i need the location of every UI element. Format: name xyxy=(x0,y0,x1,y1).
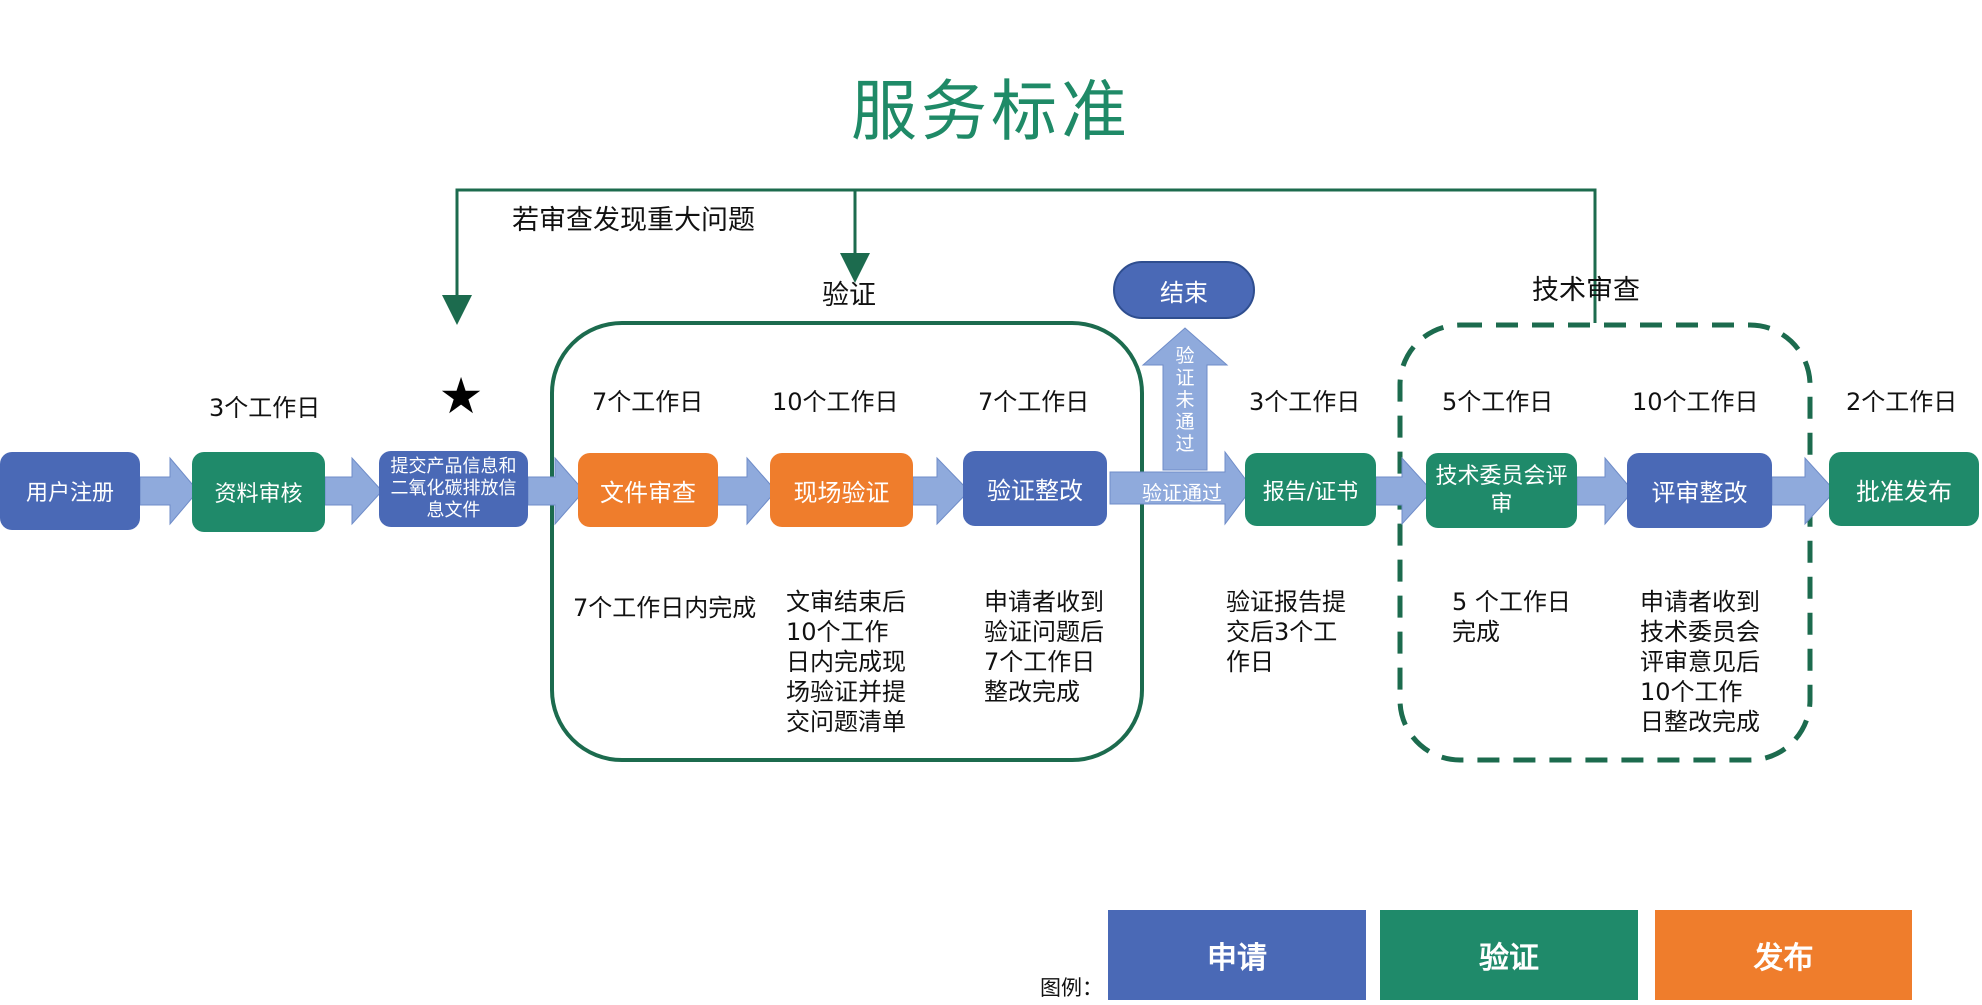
step-note: 文审结束后10个工作日内完成现场验证并提交问题清单 xyxy=(786,588,906,736)
verification-group-frame xyxy=(550,321,1144,762)
step-note: 申请者收到技术委员会评审意见后10个工作日整改完成 xyxy=(1640,588,1760,736)
step-note: 申请者收到验证问题后7个工作日整改完成 xyxy=(984,588,1104,706)
step-note: 5 个工作日完成 xyxy=(1452,588,1571,646)
flow-arrow xyxy=(717,456,777,526)
step-user-register: 用户注册 xyxy=(0,452,140,530)
step-note: 7个工作日内完成 xyxy=(573,594,757,622)
step-review-rectify: 评审整改 xyxy=(1627,453,1772,528)
duration-label: 10个工作日 xyxy=(772,388,899,416)
legend-apply: 申请 xyxy=(1108,910,1366,1000)
fail-up-arrow xyxy=(1141,327,1229,471)
flow-arrow xyxy=(1375,456,1433,526)
duration-label: 3个工作日 xyxy=(1249,388,1361,416)
step-report-certificate: 报告/证书 xyxy=(1245,453,1376,526)
star-icon: ★ xyxy=(439,367,484,425)
flow-arrow xyxy=(527,456,585,526)
flow-arrow xyxy=(912,456,970,526)
page-title: 服务标准 xyxy=(851,73,1131,150)
technical-review-group-label: 技术审查 xyxy=(1532,275,1640,306)
legend-verify: 验证 xyxy=(1380,910,1638,1000)
duration-label: 7个工作日 xyxy=(978,388,1090,416)
step-file-review: 文件审查 xyxy=(578,453,718,527)
flow-arrow xyxy=(139,456,199,526)
feedback-loop-line xyxy=(442,188,1597,325)
step-submit-info: 提交产品信息和二氧化碳排放信息文件 xyxy=(379,451,528,527)
end-node: 结束 xyxy=(1113,261,1255,319)
fail-label: 验 证 未 通 过 xyxy=(1175,345,1195,455)
flow-arrow xyxy=(324,456,383,526)
step-verification-rectify: 验证整改 xyxy=(963,451,1107,526)
legend-label: 图例： xyxy=(1040,976,1103,1000)
step-committee-review: 技术委员会评审 xyxy=(1426,453,1577,528)
step-document-check: 资料审核 xyxy=(192,452,325,532)
technical-review-group-frame xyxy=(1397,322,1813,763)
step-approve-publish: 批准发布 xyxy=(1829,452,1979,526)
step-note: 验证报告提交后3个工作日 xyxy=(1226,588,1346,676)
verification-group-label: 验证 xyxy=(822,280,876,311)
duration-label: 3个工作日 xyxy=(209,394,321,422)
pass-label: 验证通过 xyxy=(1142,481,1222,505)
feedback-label: 若审查发现重大问题 xyxy=(512,205,755,236)
duration-label: 10个工作日 xyxy=(1632,388,1759,416)
step-site-verification: 现场验证 xyxy=(770,453,913,527)
duration-label: 2个工作日 xyxy=(1846,388,1958,416)
duration-label: 5个工作日 xyxy=(1442,388,1554,416)
flow-arrow xyxy=(1771,456,1836,526)
legend-publish: 发布 xyxy=(1655,910,1912,1000)
flow-arrow xyxy=(1109,450,1253,526)
duration-label: 7个工作日 xyxy=(592,388,704,416)
flow-arrow xyxy=(1576,456,1634,526)
